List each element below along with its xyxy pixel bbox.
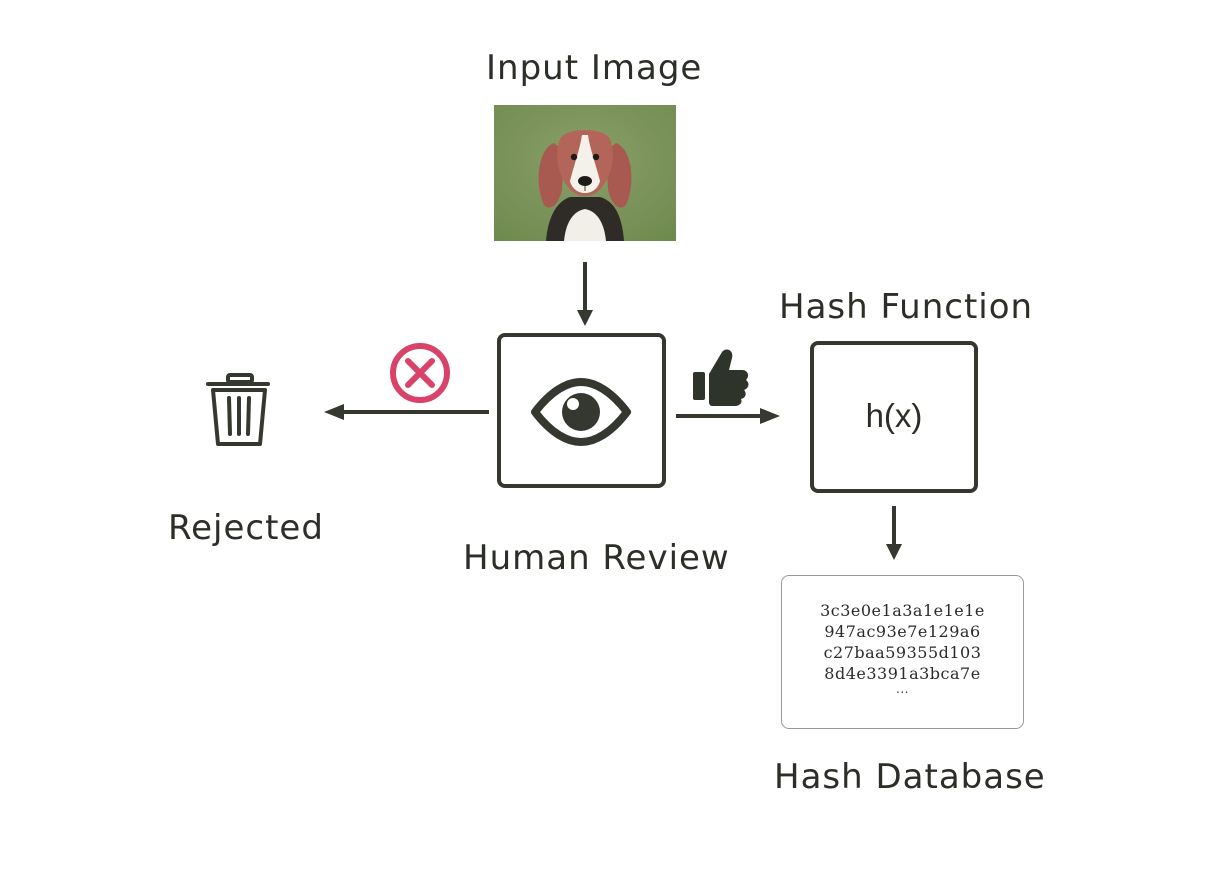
- hash-formula: h(x): [865, 397, 923, 434]
- input-image-photo: [494, 105, 676, 241]
- thumbs-up-icon: [693, 349, 749, 406]
- arrow-review-to-hash: [676, 408, 780, 424]
- rejected-label: Rejected: [168, 508, 324, 548]
- x-circle-icon: [390, 343, 450, 403]
- hash-ellipsis: ...: [896, 682, 909, 696]
- hash-entry-list: 3c3e0e1a3a1e1e1e 947ac93e7e129a6 c27baa5…: [782, 600, 1023, 696]
- hash-database-box: 3c3e0e1a3a1e1e1e 947ac93e7e129a6 c27baa5…: [781, 575, 1024, 729]
- arrow-hash-to-database: [886, 506, 902, 560]
- hash-entry: 947ac93e7e129a6: [824, 622, 981, 641]
- human-review-box: [497, 333, 666, 488]
- hash-function-box: h(x): [810, 341, 978, 493]
- hash-database-label: Hash Database: [774, 757, 1046, 797]
- eye-icon: [531, 378, 631, 446]
- input-image-label: Input Image: [486, 48, 703, 88]
- hash-entry: 3c3e0e1a3a1e1e1e: [820, 601, 985, 620]
- arrow-review-to-rejected: [324, 404, 489, 420]
- arrow-image-to-review: [577, 262, 593, 326]
- hash-function-label: Hash Function: [779, 287, 1034, 327]
- human-review-label: Human Review: [463, 538, 730, 578]
- trash-icon: [206, 373, 270, 446]
- hash-entry: c27baa59355d103: [823, 643, 982, 662]
- hash-entry: 8d4e3391a3bca7e: [824, 664, 981, 683]
